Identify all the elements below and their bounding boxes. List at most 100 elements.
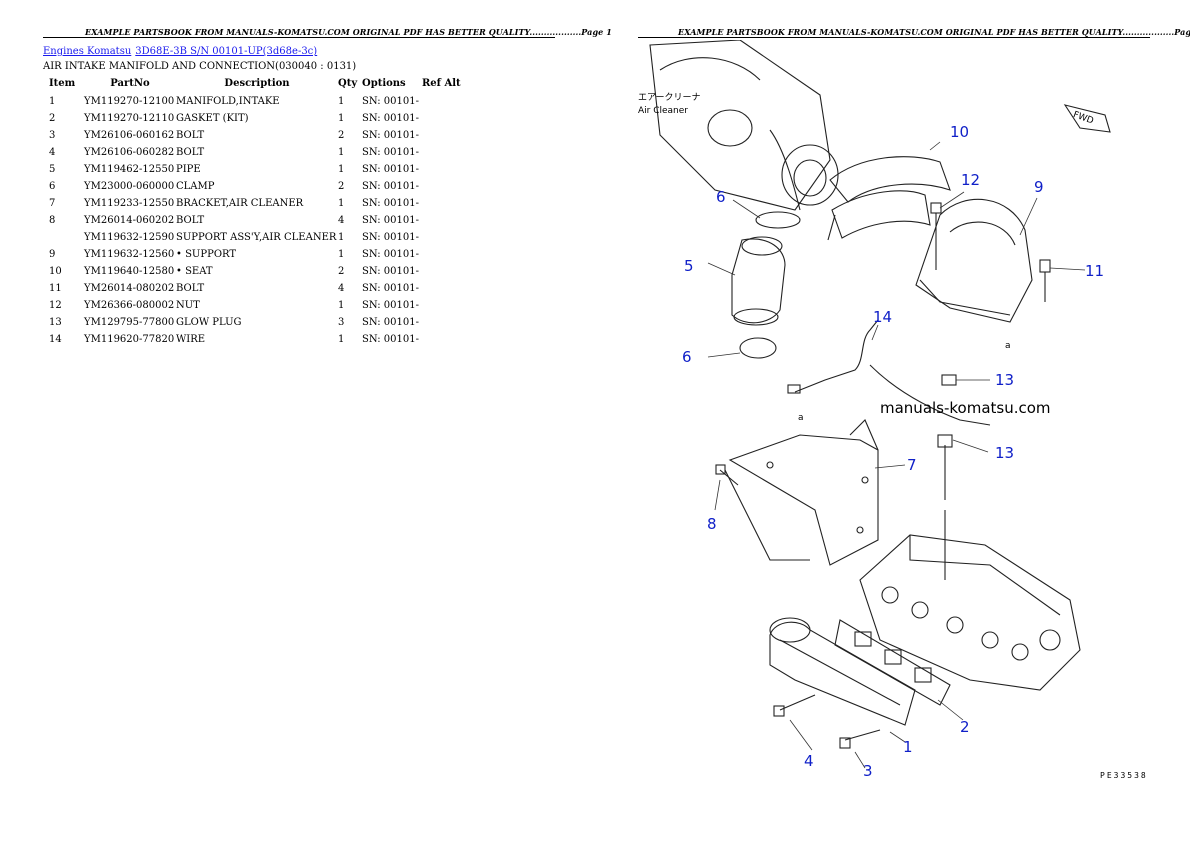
cell-partno: YM129795-77800	[84, 317, 175, 328]
breadcrumb-link-engines[interactable]: Engines Komatsu	[43, 46, 132, 57]
leader-lines	[707, 141, 1086, 769]
callout-13-lower: 13	[995, 444, 1014, 462]
exploded-parts-diagram: エアークリーナ Air Cleaner FWD a a 10 12 9 6 5 …	[638, 40, 1111, 780]
cell-ref-alt	[422, 246, 462, 263]
cell-ref-alt	[422, 161, 462, 178]
callout-1: 1	[903, 738, 913, 756]
callout-13-upper: 13	[995, 371, 1014, 389]
cell-item	[43, 229, 84, 246]
cell-options: SN: 00101-	[362, 300, 419, 311]
ref-mark-a-top: a	[1005, 341, 1011, 351]
cell-description: • SUPPORT	[176, 249, 237, 260]
cell-description: BOLT	[176, 130, 205, 141]
cell-description: BOLT	[176, 283, 205, 294]
cell-qty: 2	[338, 266, 345, 277]
cell-item: 6	[49, 181, 56, 192]
cell-description: • SEAT	[176, 266, 213, 277]
seat-drawing	[827, 156, 951, 241]
ref-mark-a-bottom: a	[798, 413, 804, 423]
cell-item: 7	[49, 198, 56, 209]
cell-ref-alt	[422, 229, 462, 246]
cell-options: SN: 00101-	[362, 181, 419, 192]
cell-options: SN: 00101-	[362, 130, 419, 141]
cell-description: MANIFOLD,INTAKE	[176, 96, 280, 107]
pipe-drawing	[731, 211, 801, 359]
cell-description: BRACKET,AIR CLEANER	[176, 198, 304, 209]
cell-item: 9	[49, 249, 56, 260]
cell-description: GLOW PLUG	[176, 317, 242, 328]
col-header-partno: PartNo	[110, 78, 150, 89]
cell-ref-alt	[422, 93, 462, 110]
cell-options: SN: 00101-	[362, 232, 419, 243]
cell-partno: YM26014-080202	[84, 283, 175, 294]
cell-item: 5	[49, 164, 56, 175]
cell-qty: 1	[338, 334, 345, 345]
air-cleaner-drawing	[649, 40, 839, 211]
cell-qty: 2	[338, 181, 345, 192]
cell-ref-alt	[422, 263, 462, 280]
fwd-label: FWD	[1072, 110, 1095, 127]
cell-item: 4	[49, 147, 56, 158]
cell-qty: 1	[338, 249, 345, 260]
cell-ref-alt	[422, 178, 462, 195]
air-cleaner-jp-label: エアークリーナ	[638, 92, 700, 103]
col-header-qty: Qty	[338, 78, 358, 89]
cell-options: SN: 00101-	[362, 215, 419, 226]
cell-item: 2	[49, 113, 56, 124]
cell-description: WIRE	[176, 334, 206, 345]
cell-partno: YM119233-12550	[84, 198, 175, 209]
bracket-drawing	[724, 419, 879, 566]
cell-partno: YM26106-060162	[84, 130, 175, 141]
callout-8: 8	[707, 515, 717, 533]
figure-code: PE33538	[1100, 771, 1148, 780]
cell-qty: 1	[338, 198, 345, 209]
callout-10: 10	[950, 123, 969, 141]
bolt-drawing	[715, 202, 1051, 749]
cell-description: CLAMP	[176, 181, 215, 192]
cell-options: SN: 00101-	[362, 266, 419, 277]
cell-qty: 1	[338, 300, 345, 311]
cell-partno: YM119270-12110	[84, 113, 175, 124]
cell-description: BOLT	[176, 215, 205, 226]
cell-description: PIPE	[176, 164, 201, 175]
callout-4: 4	[804, 752, 814, 770]
cell-partno: YM119270-12100	[84, 96, 175, 107]
table-header-row: Item PartNo Description Qty Options Ref …	[43, 77, 462, 93]
air-cleaner-en-label: Air Cleaner	[638, 106, 688, 116]
section-title: AIR INTAKE MANIFOLD AND CONNECTION(03004…	[43, 61, 357, 72]
page-header-left: EXAMPLE PARTSBOOK FROM MANUALS-KOMATSU.C…	[85, 27, 612, 37]
cell-options: SN: 00101-	[362, 198, 419, 209]
cell-partno: YM23000-060000	[84, 181, 175, 192]
callout-3: 3	[863, 762, 873, 780]
callout-9: 9	[1034, 178, 1044, 196]
manifold-drawing	[769, 617, 916, 726]
cell-description: BOLT	[176, 147, 205, 158]
cell-qty: 3	[338, 317, 345, 328]
cell-qty: 2	[338, 130, 345, 141]
gasket-drawing	[834, 619, 951, 706]
cell-qty: 1	[338, 96, 345, 107]
callout-5: 5	[684, 257, 694, 275]
cell-ref-alt	[422, 127, 462, 144]
cell-partno: YM119620-77820	[84, 334, 175, 345]
cell-ref-alt	[422, 110, 462, 127]
cell-qty: 4	[338, 215, 345, 226]
cell-description: NUT	[176, 300, 200, 311]
col-header-description: Description	[224, 78, 290, 89]
breadcrumb-link-model[interactable]: 3D68E-3B S/N 00101-UP(3d68e-3c)	[135, 46, 318, 57]
cell-partno: YM26366-080002	[84, 300, 175, 311]
